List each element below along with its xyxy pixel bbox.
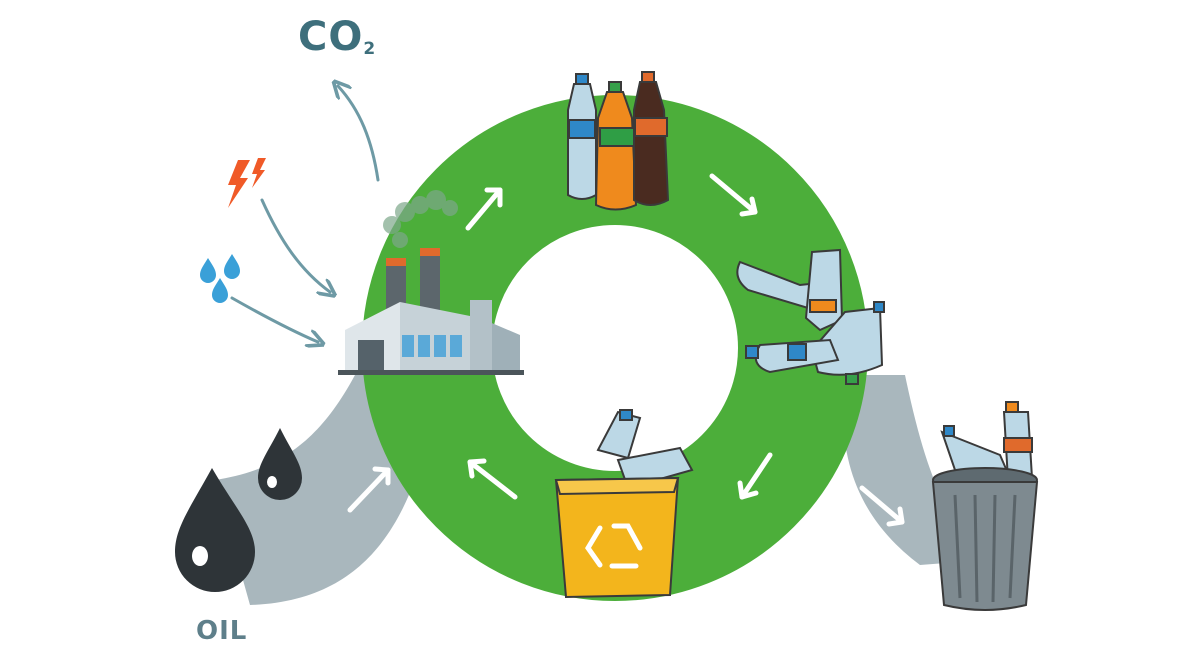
lightning-icon [228,158,266,208]
co2-subscript: 2 [363,39,377,59]
water-arrow [230,296,318,342]
oil-label: OIL [196,616,248,646]
co2-arrow [338,86,380,182]
waste-arrow [859,485,905,527]
co2-label: CO2 [298,14,376,60]
factory-icon [338,190,524,375]
ring-arrow-bottom-right [737,452,773,500]
recycle-symbol [585,523,643,569]
ring-arrow-top-right [709,173,758,217]
crushed-bottles-icon [736,248,885,385]
bottles-icon [567,71,670,211]
trash-can-icon [931,401,1039,611]
smoke [383,190,458,248]
water-drops-icon [200,254,240,303]
oil-arrow [347,466,391,513]
oil-drops-icon [175,428,302,592]
recycling-bin-icon [554,409,694,599]
ring-arrow-bottom-left [467,458,518,500]
ring-arrow-top-left [465,187,503,231]
bottle-cola [633,71,670,206]
co2-main-text: CO [298,14,364,60]
bottle-clear [567,73,597,200]
energy-arrow [260,198,330,292]
input-arrows [230,86,380,342]
ring-arrows [347,173,905,527]
